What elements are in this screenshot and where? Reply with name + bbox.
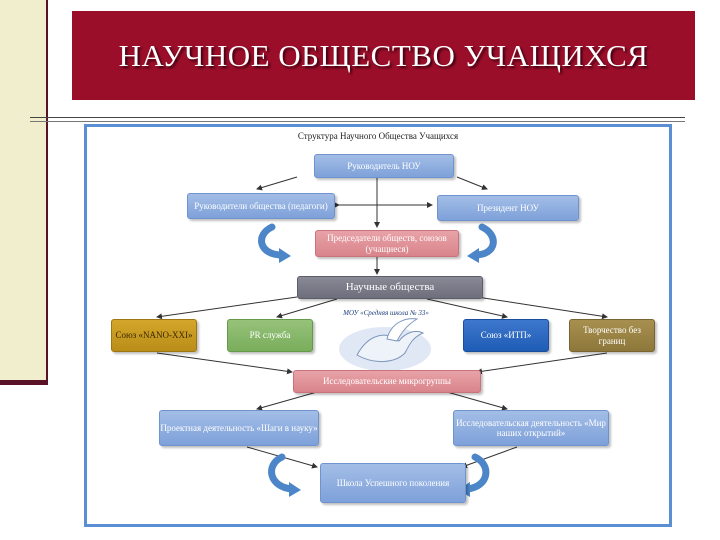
slide-title: НАУЧНОЕ ОБЩЕСТВО УЧАЩИХСЯ (118, 37, 649, 73)
arrow-line (446, 391, 508, 411)
divider-line (30, 117, 685, 118)
curved-arrow-icon (258, 223, 291, 263)
arrow-line (156, 352, 293, 375)
chairmen-box: Председатели обществ, союзов (учащиеся) (315, 230, 459, 257)
itp-box: Союз «ИТП» (463, 319, 549, 352)
left-accent-underline (0, 380, 48, 385)
arrow-line (461, 446, 518, 469)
nano-box: Союз «NANO-XXI» (111, 319, 197, 352)
diagram-frame: Структура Научного Общества Учащихся Рук… (84, 124, 672, 527)
arrow-line (156, 296, 298, 320)
arrow-line (276, 298, 338, 319)
arrow-line (456, 176, 488, 190)
arrow-line (476, 352, 608, 375)
creative-box: Творчество без границ (569, 319, 655, 352)
center-caption: МОУ «Средняя школа № 33» (343, 309, 429, 317)
pr-box: PR служба (227, 319, 313, 352)
research-box: Исследовательская деятельность «Мир наши… (453, 410, 609, 446)
arrow-line (426, 298, 508, 319)
arrow-line (256, 391, 318, 411)
diagram-title: Структура Научного Общества Учащихся (297, 131, 459, 141)
school-box: Школа Успешного поколения (320, 463, 466, 503)
left-accent-bar (0, 0, 48, 385)
leaders-box: Руководители общества (педагоги) (187, 193, 335, 219)
title-banner: НАУЧНОЕ ОБЩЕСТВО УЧАЩИХСЯ (72, 11, 695, 100)
pegasus-icon (339, 318, 431, 371)
curved-arrow-icon (268, 453, 301, 497)
arrow-line (256, 176, 298, 191)
societies-box: Научные общества (297, 276, 483, 299)
project-box: Проектная деятельность «Шаги в науку» (159, 410, 319, 446)
connector-lines (156, 176, 608, 497)
president-box: Президент НОУ (437, 195, 579, 221)
arrow-line (476, 296, 608, 320)
head-box: Руководитель НОУ (314, 154, 454, 178)
org-diagram: Структура Научного Общества Учащихся Рук… (87, 127, 669, 524)
research-groups-box: Исследовательские микрогруппы (293, 370, 481, 393)
curved-arrow-icon (467, 223, 497, 263)
divider-line (30, 121, 685, 122)
